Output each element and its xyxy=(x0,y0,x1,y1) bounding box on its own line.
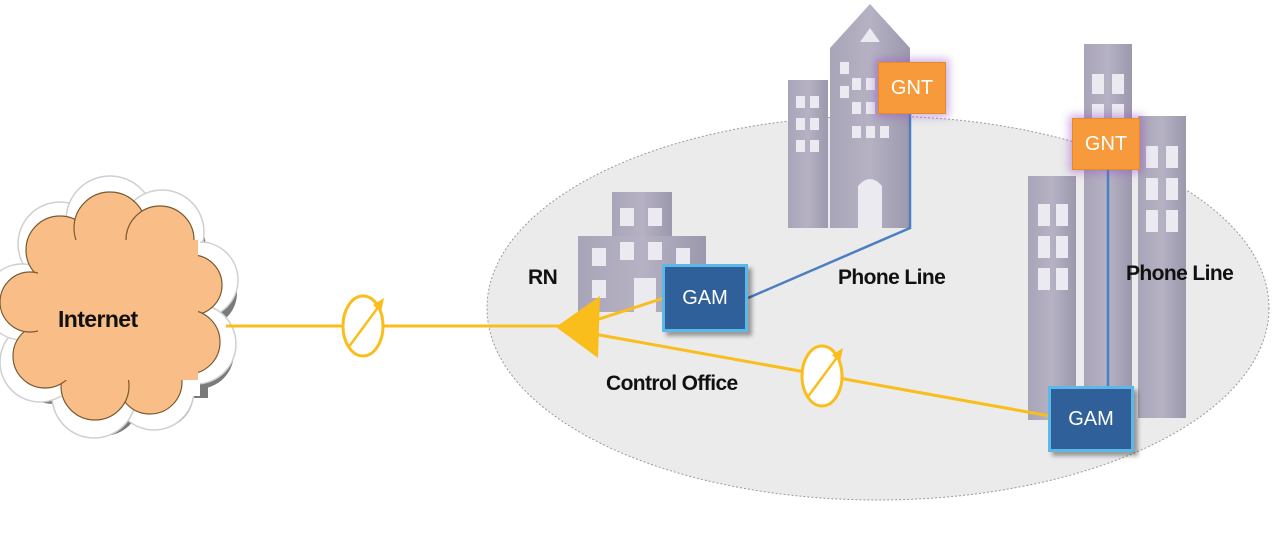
rn-splitter-triangle xyxy=(556,296,600,358)
fiber-link-rn-gam1 xyxy=(589,296,665,324)
control-office-label: Control Office xyxy=(606,372,738,395)
gam-label-1: GAM xyxy=(682,286,728,309)
gam-label-2: GAM xyxy=(1068,407,1114,430)
phone-line-label-1: Phone Line xyxy=(838,266,946,289)
gnt-label-2: GNT xyxy=(1084,132,1128,155)
internet-cloud xyxy=(0,175,239,439)
phone-line-1 xyxy=(747,110,912,300)
rn-label: RN xyxy=(528,266,558,289)
optical-splitter-icon-2 xyxy=(800,344,844,408)
gnt-box-2: GNT xyxy=(1072,118,1140,170)
building-1 xyxy=(788,4,910,228)
internet-label: Internet xyxy=(58,306,138,332)
gnt-box-1: GNT xyxy=(878,62,946,114)
gam-box-1: GAM xyxy=(662,264,748,332)
phone-line-label-2: Phone Line xyxy=(1126,262,1234,285)
building-2 xyxy=(1028,44,1186,420)
optical-splitter-icon xyxy=(341,294,385,358)
gam-box-2: GAM xyxy=(1048,386,1134,452)
gnt-label-1: GNT xyxy=(890,76,934,99)
